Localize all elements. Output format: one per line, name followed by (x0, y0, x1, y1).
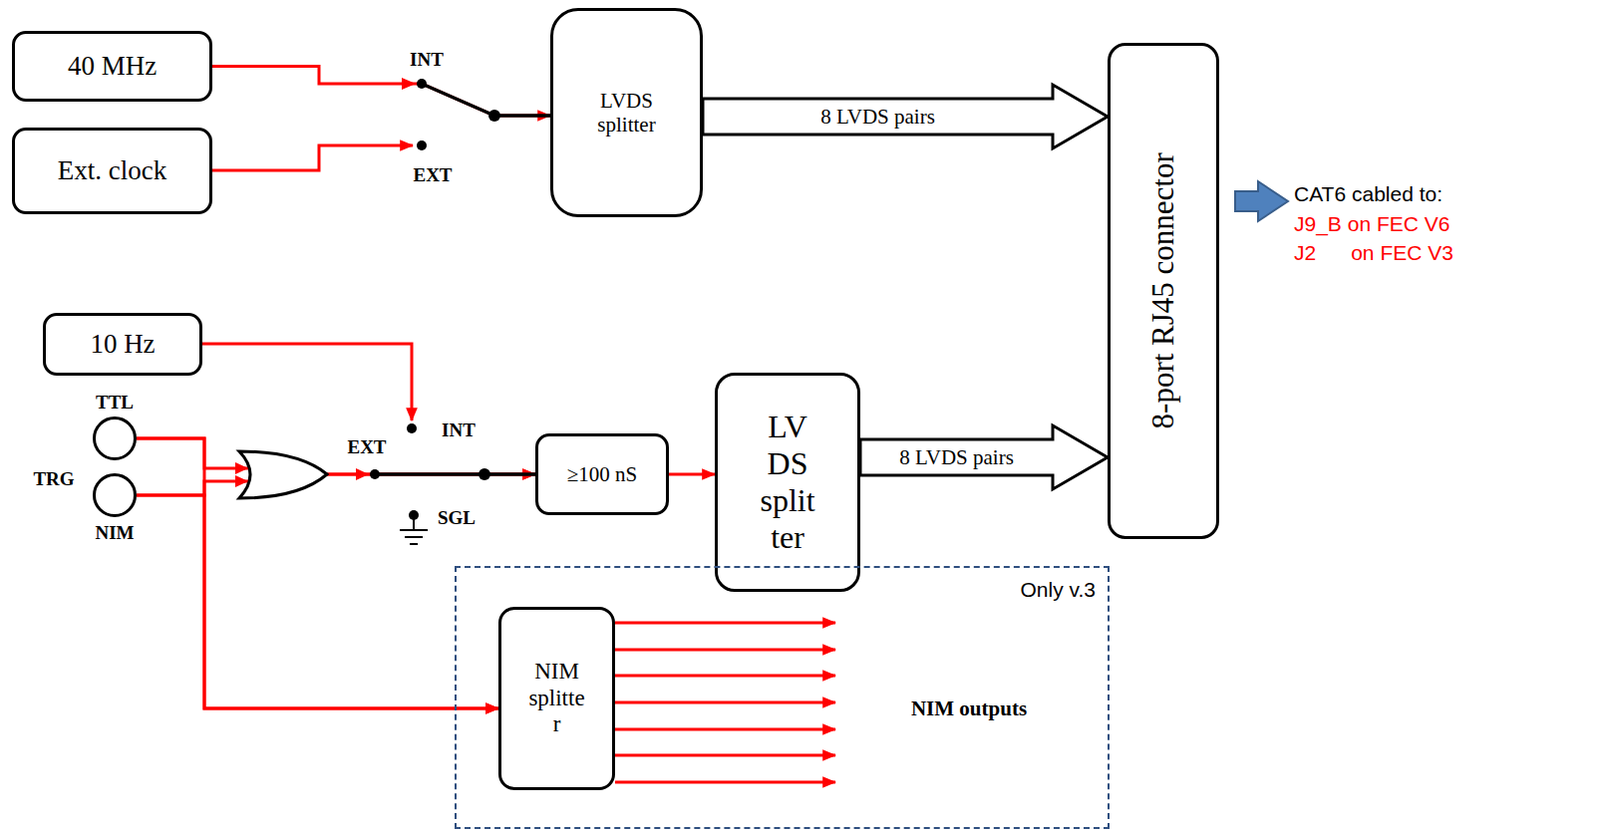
signal-wire (212, 66, 551, 117)
ground-wire (412, 515, 415, 531)
output-arrow (615, 674, 836, 678)
splitter-box: LV DS split ter (714, 372, 861, 593)
bus-arrow (702, 84, 1108, 149)
ground-bar (409, 543, 418, 546)
bus-arrow (860, 425, 1108, 490)
arrow-head (401, 77, 416, 90)
output-arrow (615, 728, 836, 732)
signal-wire (136, 474, 536, 496)
box-label: 10 Hz (89, 328, 155, 360)
trigger-wire (202, 343, 412, 421)
switch-contact (369, 469, 380, 480)
output-label: NIM outputs (911, 696, 1027, 721)
switch-wire (484, 472, 536, 477)
signal-wire (136, 438, 536, 475)
switch-position: SGL (437, 507, 476, 530)
box-label: LV DS split ter (751, 408, 824, 556)
switch-position: EXT (346, 436, 386, 459)
arrow-head (235, 462, 249, 475)
box-label: 40 MHz (67, 50, 157, 82)
jack-label: NIM (94, 522, 134, 545)
splitter-box: LVDS splitter (550, 7, 703, 218)
connector-box: 8-port RJ45 connector (1107, 42, 1220, 540)
arrow-head (235, 475, 249, 488)
switch-arm (421, 83, 495, 116)
ground-bar (404, 536, 423, 539)
pulse-stretcher-box: ≥100 nS (535, 433, 669, 516)
cable-note: J2 on FEC V3 (1293, 241, 1454, 266)
signal-wire (136, 438, 499, 709)
box-label: 8-port RJ45 connector (1145, 152, 1182, 429)
output-arrow (615, 648, 836, 652)
signal-name: TRG (32, 468, 74, 491)
source-box: Ext. clock (11, 127, 213, 215)
bus-label: 8 LVDS pairs (817, 106, 939, 128)
input-jack: TTL (92, 416, 137, 461)
ground-symbol (399, 515, 428, 545)
or-gate (239, 451, 327, 499)
trigger-switch (235, 423, 536, 545)
arrow-head (355, 468, 369, 481)
cable-note: CAT6 cabled to: (1293, 182, 1443, 207)
switch-pivot (488, 109, 501, 122)
switch-wire (494, 113, 552, 118)
box-label: Ext. clock (57, 155, 167, 187)
output-arrow (615, 781, 836, 785)
switch-contact (416, 78, 427, 89)
switch-position: INT (409, 48, 444, 71)
input-jack: NIM (92, 473, 137, 518)
switch-contact (416, 140, 427, 151)
source-box: 10 Hz (42, 313, 203, 376)
clock-switch (401, 77, 552, 151)
signal-wire (668, 473, 715, 477)
jack-label: TTL (95, 391, 134, 414)
box-label: LVDS splitter (582, 88, 672, 137)
output-arrow (615, 701, 836, 705)
signal-wire (136, 495, 499, 709)
cable-arrow (1235, 181, 1288, 222)
region-label: Only v.3 (1020, 578, 1096, 603)
bus-label: 8 LVDS pairs (896, 447, 1017, 469)
source-box: 40 MHz (11, 30, 213, 102)
output-arrow (615, 754, 836, 758)
clock-wire (212, 145, 413, 171)
cable-note: J9_B on FEC V6 (1293, 212, 1450, 237)
switch-arm (374, 472, 485, 477)
box-label: ≥100 nS (567, 462, 638, 487)
switch-position: INT (441, 419, 476, 442)
splitter-box: NIM splitte r (498, 607, 616, 791)
output-arrow (615, 622, 836, 626)
nim-output-arrows (615, 623, 836, 783)
switch-position: EXT (412, 164, 452, 187)
switch-pivot (478, 468, 491, 481)
box-label: NIM splitte r (526, 658, 589, 738)
switch-contact (406, 423, 417, 434)
ground-bar (399, 529, 428, 532)
